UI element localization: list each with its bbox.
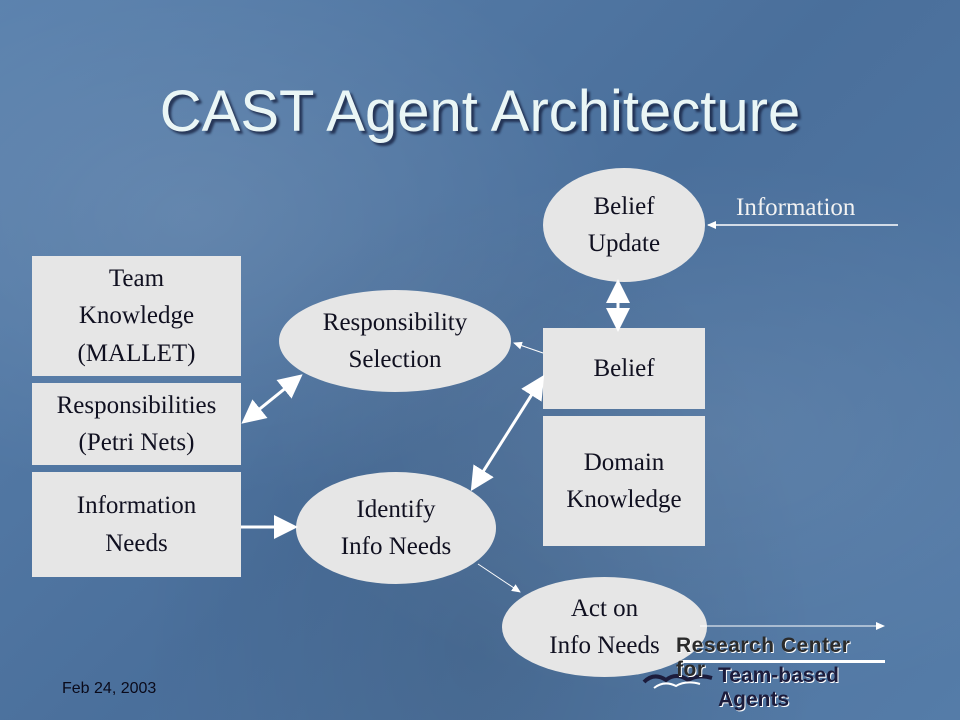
information-needs-line-1: Information	[76, 492, 197, 519]
information-input-label: Information	[736, 194, 856, 221]
responsibilities-box: Responsibilities (Petri Nets)	[32, 383, 241, 465]
slide-date: Feb 24, 2003	[62, 680, 157, 697]
team-knowledge-line-2: Knowledge	[78, 302, 195, 330]
responsibilities-selection-arrow	[241, 374, 303, 424]
team-knowledge-line-1: Team	[108, 264, 165, 292]
identify-info-needs-node: Identify Info Needs	[296, 472, 496, 584]
team-knowledge-box: Team Knowledge (MALLET)	[32, 256, 241, 376]
responsibility-selection-node: Responsibility Selection	[279, 290, 511, 392]
responsibilities-line-2: (Petri Nets)	[78, 429, 195, 456]
identify-act-arrow	[477, 563, 521, 593]
information-needs-line-2: Needs	[105, 529, 168, 557]
domain-knowledge-line-1: Domain	[583, 448, 665, 476]
domain-knowledge-line-2: Knowledge	[566, 486, 682, 513]
belief-update-line-2: Update	[587, 230, 661, 257]
identify-belief-arrow	[470, 374, 545, 492]
belief-update-line-1: Belief	[593, 192, 655, 220]
research-center-logo: Research Center for Team-based Agents	[640, 632, 886, 711]
responsibility-selection-line-1: Responsibility	[322, 308, 468, 336]
belief-box: Belief	[543, 328, 705, 409]
act-on-info-needs-node: Act on Info Needs	[502, 577, 707, 677]
identify-info-needs-line-1: Identify	[356, 495, 436, 523]
responsibilities-line-1: Responsibilities	[56, 391, 217, 419]
belief-label: Belief	[593, 354, 655, 382]
team-knowledge-line-3: (MALLET)	[77, 339, 196, 367]
logo-line-2: Team-based Agents	[718, 664, 839, 711]
act-on-info-needs-line-1: Act on	[570, 594, 639, 622]
domain-knowledge-box: Domain Knowledge	[543, 416, 705, 546]
logo-line-1: Research Center for	[676, 634, 851, 681]
logo-graphic	[642, 660, 885, 689]
responsibility-selection-line-2: Selection	[348, 346, 442, 373]
act-on-info-needs-line-2: Info Needs	[549, 632, 660, 659]
slide-title: CAST Agent Architecture	[159, 79, 801, 144]
belief-selection-arrow	[513, 341, 544, 354]
belief-update-node: Belief Update	[543, 168, 705, 282]
information-needs-box: Information Needs	[32, 472, 241, 577]
identify-info-needs-line-2: Info Needs	[340, 533, 452, 560]
